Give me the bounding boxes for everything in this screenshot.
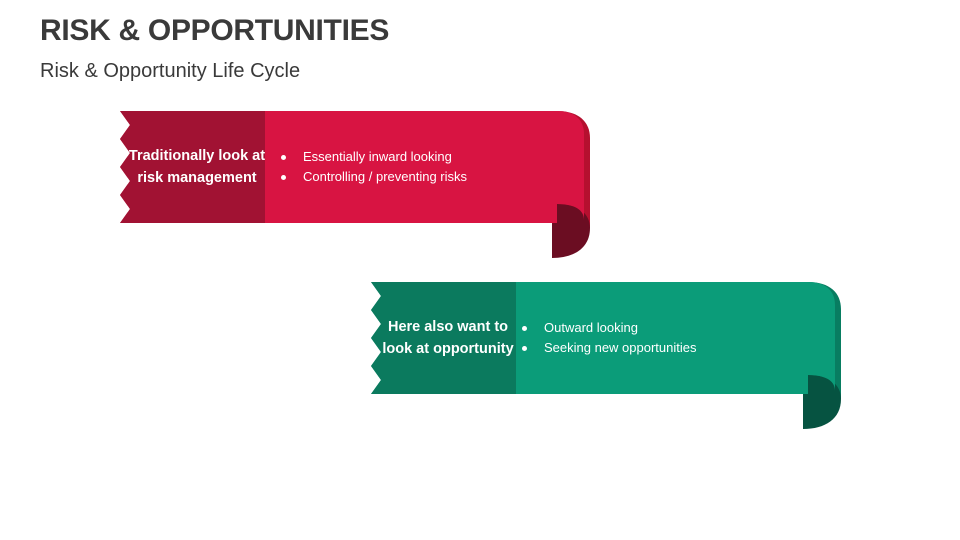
risk-banner-label: Traditionally look at risk management: [128, 148, 266, 186]
risk-ribbon-label-panel: [120, 111, 265, 223]
slide-title: RISK & OPPORTUNITIES: [40, 14, 390, 47]
list-item: Essentially inward looking: [277, 147, 467, 168]
opportunity-banner-label: Here also want to look at opportunity: [382, 319, 514, 357]
list-item: Outward looking: [518, 318, 697, 339]
opportunity-ribbon-label-panel: [371, 282, 516, 394]
risk-banner: Traditionally look at risk management Es…: [117, 108, 597, 258]
risk-bullet-list: Essentially inward looking Controlling /…: [277, 111, 467, 223]
slide-subtitle: Risk & Opportunity Life Cycle: [40, 60, 301, 82]
opportunity-banner: Here also want to look at opportunity Ou…: [368, 279, 848, 429]
opportunity-bullet-list: Outward looking Seeking new opportunitie…: [518, 282, 697, 394]
opportunity-ribbon-fold: [803, 371, 841, 429]
list-item: Controlling / preventing risks: [277, 167, 467, 188]
list-item: Seeking new opportunities: [518, 338, 697, 359]
opportunity-ribbon-shape: [371, 282, 841, 429]
risk-ribbon-fold: [552, 200, 590, 258]
risk-ribbon-shape: [120, 111, 590, 258]
